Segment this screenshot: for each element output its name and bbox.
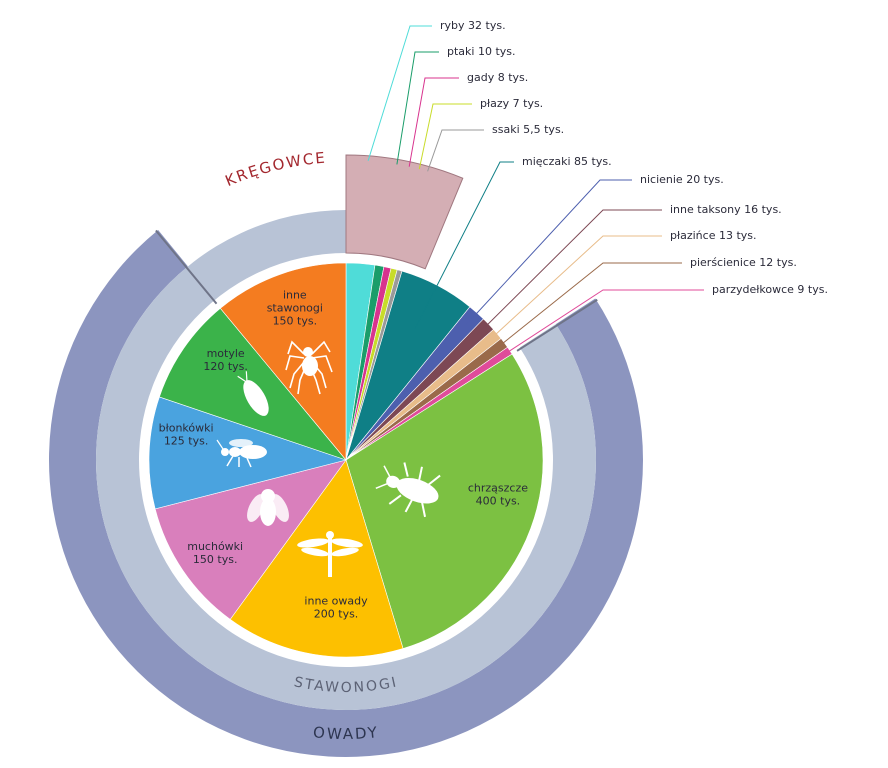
insects-ring-start-edge	[508, 298, 598, 358]
callout-line-ryby	[367, 25, 432, 161]
callout-line-plazince	[484, 235, 662, 345]
ring-label-insects: OWADY	[312, 723, 379, 743]
callout-line-mieczaki	[414, 161, 514, 330]
callout-line-gady	[408, 77, 459, 167]
slice-label-muchowki-value: 150 tys.	[193, 553, 238, 566]
callout-line-inne_taksony	[476, 209, 662, 336]
slice-label-inne_stawonogi-name: inne	[283, 289, 307, 302]
callout-label-ryby: ryby 32 tys.	[440, 19, 506, 32]
beetle-icon	[375, 462, 441, 518]
callout-label-nicienie: nicienie 20 tys.	[640, 173, 724, 186]
bee-icon	[216, 439, 267, 468]
insect-icons	[216, 340, 441, 577]
callout-label-mieczaki: mięczaki 85 tys.	[522, 155, 612, 168]
vertebrates-wedge	[345, 154, 464, 270]
callout-label-inne_taksony: inne taksony 16 tys.	[670, 203, 782, 216]
callout-label-plazince: płazińce 13 tys.	[670, 229, 757, 242]
slice-inne_stawonogi[interactable]	[219, 262, 347, 461]
callout-line-ptaki	[396, 51, 439, 165]
slice-label-chrzaszcze-name: chrząszcze	[468, 482, 528, 495]
callout-line-pierscienice	[491, 262, 682, 353]
slice-label-motyle-value: 120 tys.	[203, 360, 248, 373]
callout-label-gady: gady 8 tys.	[467, 71, 528, 84]
fly-icon	[247, 489, 289, 526]
callout-label-ssaki: ssaki 5,5 tys.	[492, 123, 564, 136]
slice-label-inne_stawonogi-value: 150 tys.	[273, 315, 318, 328]
slice-label-chrzaszcze-value: 400 tys.	[476, 495, 521, 508]
callout-line-plazy	[418, 103, 472, 170]
slice-inne_owady[interactable]	[229, 459, 404, 658]
ring-label-arthropods: STAWONOGI	[293, 674, 400, 696]
pie-slices	[148, 262, 544, 658]
slice-label-inne_owady-value: 200 tys.	[314, 607, 359, 620]
callout-label-parzydelkowce: parzydełkowce 9 tys.	[712, 283, 828, 296]
callout-line-parzydelkowce	[496, 289, 704, 360]
slice-label-blonkowki-name: błonkówki	[159, 421, 214, 434]
ring-label-vertebrates: KRĘGOWCE	[222, 148, 327, 189]
slice-label-blonkowki-value: 125 tys.	[164, 434, 209, 447]
spider-icon	[285, 340, 333, 395]
insects-ring-end-edge	[155, 229, 224, 312]
slice-label-inne_owady-name: inne owady	[304, 594, 368, 607]
callout-line-ssaki	[427, 129, 484, 172]
callout-line-nicienie	[466, 179, 632, 325]
slice-label-inne_stawonogi-name-2: stawonogi	[267, 302, 323, 315]
slice-chrzaszcze[interactable]	[345, 353, 544, 649]
insects-ring	[48, 229, 643, 757]
slice-muchowki[interactable]	[154, 459, 347, 620]
moth-icon	[237, 371, 269, 416]
slice-label-motyle-name: motyle	[207, 347, 245, 360]
callout-label-plazy: płazy 7 tys.	[480, 97, 543, 110]
slice-label-muchowki-name: muchówki	[187, 540, 243, 553]
callout-label-pierscienice: pierścienice 12 tys.	[690, 256, 797, 269]
callout-label-ptaki: ptaki 10 tys.	[447, 45, 516, 58]
dragonfly-icon	[297, 531, 363, 577]
callout-labels: ryby 32 tys. ptaki 10 tys. gady 8 tys. płaz…	[367, 19, 828, 360]
